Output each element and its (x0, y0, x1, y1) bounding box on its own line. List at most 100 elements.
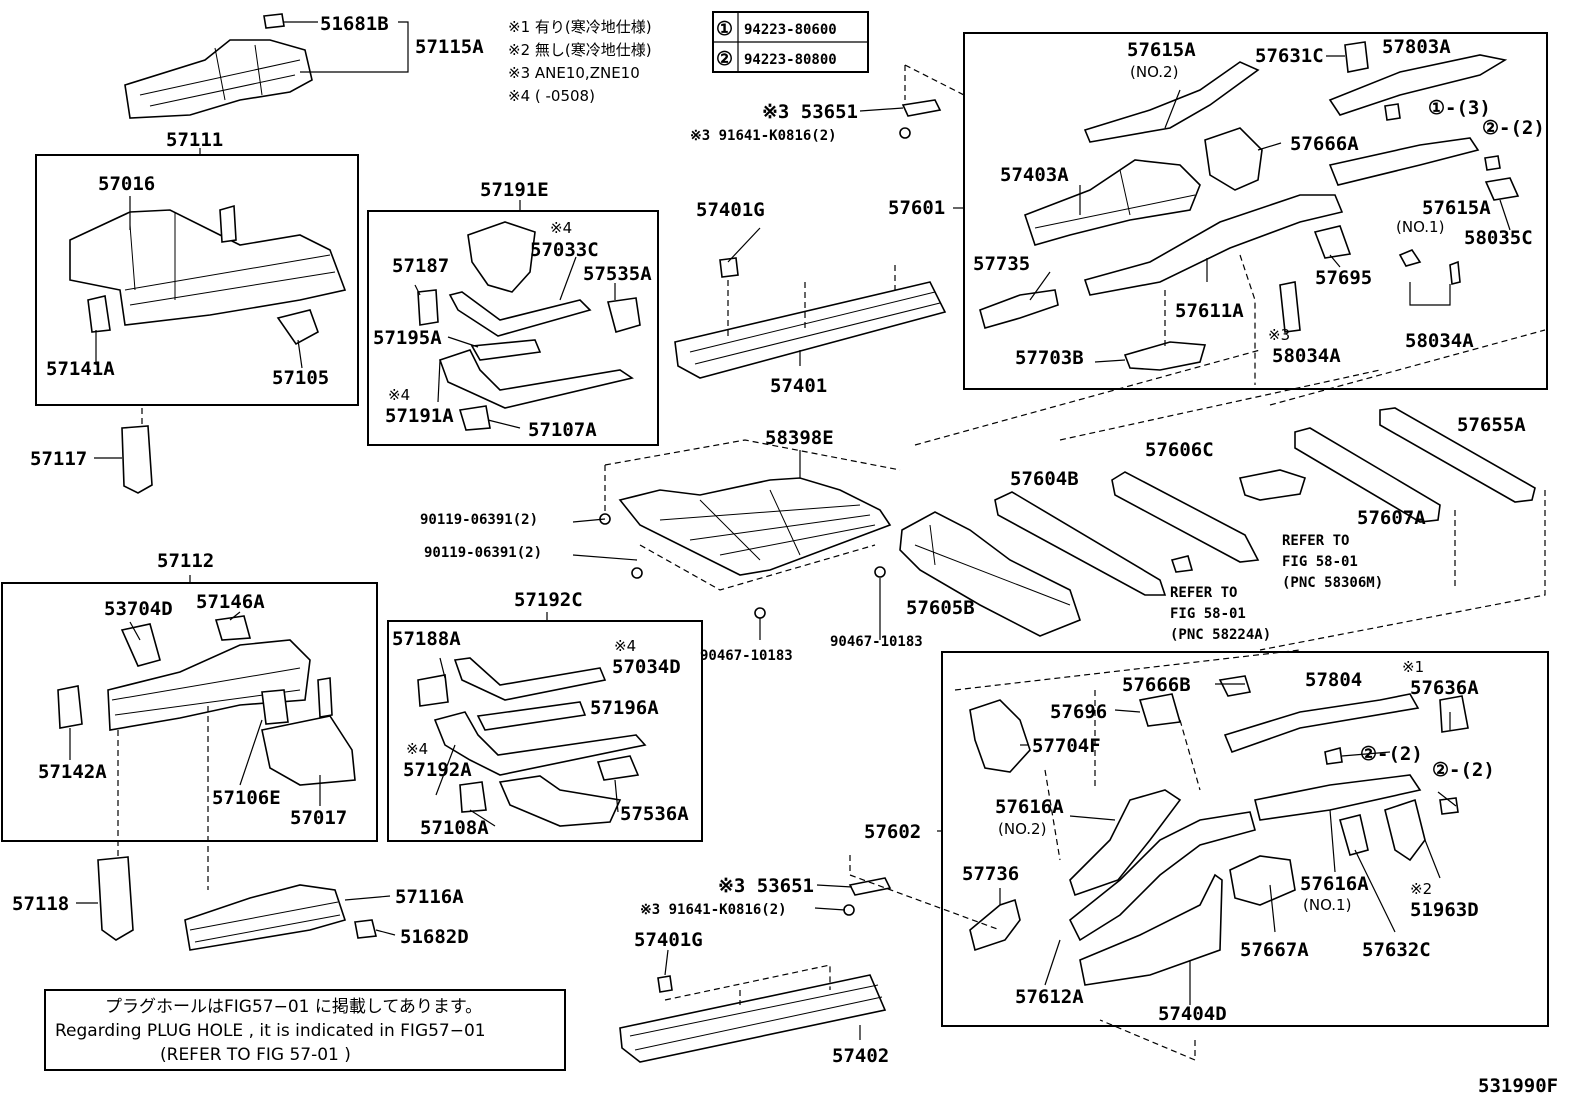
label-53651-b: ※3 53651 (718, 875, 814, 897)
label-refer-2-c: (PNC 58224A) (1170, 627, 1271, 643)
label-53704D: 53704D (104, 598, 173, 620)
label-51682D: 51682D (400, 926, 469, 948)
label-57615A-no2: 57615A (1127, 39, 1196, 61)
label-57636A: 57636A (1410, 677, 1479, 699)
bolt-1-part: 94223-80600 (744, 22, 837, 38)
group-box-57191E (367, 210, 659, 446)
note-3: ※3 ANE10,ZNE10 (508, 64, 640, 82)
label-57401G-b: 57401G (634, 929, 703, 951)
label-57142A: 57142A (38, 761, 107, 783)
note-2: ※2 無し(寒冷地仕様) (508, 41, 652, 59)
label-57607A: 57607A (1357, 507, 1426, 529)
part-57112-drawing (57, 615, 356, 786)
label-57402: 57402 (832, 1045, 889, 1067)
label-note4-c: ※4 (614, 637, 636, 655)
label-57116A: 57116A (395, 886, 464, 908)
bolt-1-number: ① (716, 18, 733, 40)
label-58034A-b: 58034A (1405, 330, 1474, 352)
label-58398E: 58398E (765, 427, 834, 449)
label-57195A: 57195A (373, 327, 442, 349)
group-box-57192C (387, 620, 703, 842)
label-57666A: 57666A (1290, 133, 1359, 155)
label-note4-a: ※4 (550, 219, 572, 237)
label-90467-a: 90467-10183 (700, 648, 793, 664)
label-57667A: 57667A (1240, 939, 1309, 961)
label-note2: ※2 (1410, 880, 1432, 898)
label-57631C: 57631C (1255, 45, 1324, 67)
label-57192C: 57192C (514, 589, 583, 611)
label-57118: 57118 (12, 893, 69, 915)
bolt-2-part: 94223-80800 (744, 52, 837, 68)
part-57118-drawing (97, 856, 134, 941)
part-57117-drawing (121, 425, 153, 494)
label-57033C: 57033C (530, 239, 599, 261)
label-57107A: 57107A (528, 419, 597, 441)
label-58034A-a: 58034A (1272, 345, 1341, 367)
label-57535A: 57535A (583, 263, 652, 285)
label-circle2-2-c: ②-(2) (1432, 759, 1495, 781)
label-57115A: 57115A (415, 36, 484, 58)
label-57106E: 57106E (212, 787, 281, 809)
label-57605B: 57605B (906, 597, 975, 619)
label-57615A-no1: 57615A (1422, 197, 1491, 219)
label-57735: 57735 (973, 253, 1030, 275)
label-57401: 57401 (770, 375, 827, 397)
footer-line-1: プラグホールはFIG57−01 に掲載してあります。 (105, 997, 482, 1017)
part-57191E-drawing (417, 221, 641, 431)
part-labels: 51681B 57115A 57111 57016 57141A 57105 5… (12, 13, 1558, 1097)
footer-note-box (44, 989, 566, 1071)
label-57736: 57736 (962, 863, 1019, 885)
fasteners-drawing (599, 99, 942, 916)
label-91641-a: ※3 91641-K0816(2) (690, 128, 837, 144)
label-no2-a: (NO.2) (1130, 63, 1178, 81)
label-51963D: 51963D (1410, 899, 1479, 921)
label-57695: 57695 (1315, 267, 1372, 289)
label-57112: 57112 (157, 550, 214, 572)
label-circle1-3: ①-(3) (1428, 97, 1491, 119)
label-refer-1-a: REFER TO (1282, 533, 1349, 549)
label-57536A: 57536A (620, 803, 689, 825)
label-57703B: 57703B (1015, 347, 1084, 369)
label-refer-1-c: (PNC 58306M) (1282, 575, 1383, 591)
footer-line-2: Regarding PLUG HOLE , it is indicated in… (55, 1021, 486, 1041)
label-57401G-a: 57401G (696, 199, 765, 221)
label-91641-b: ※3 91641-K0816(2) (640, 902, 787, 918)
label-57616A-no1: 57616A (1300, 873, 1369, 895)
label-no2-b: (NO.2) (998, 820, 1046, 838)
part-middle-members-drawing (899, 407, 1536, 637)
label-57602: 57602 (864, 821, 921, 843)
part-57115A-drawing (124, 13, 313, 119)
footer-note: プラグホールはFIG57−01 に掲載してあります。 Regarding PLU… (55, 997, 486, 1065)
part-57111-drawing (69, 204, 347, 346)
label-57606C: 57606C (1145, 439, 1214, 461)
label-57017: 57017 (290, 807, 347, 829)
label-57105: 57105 (272, 367, 329, 389)
label-57666B: 57666B (1122, 674, 1191, 696)
note-4: ※4 ( -0508) (508, 87, 595, 105)
label-57404D: 57404D (1158, 1003, 1227, 1025)
group-box-57601 (963, 32, 1548, 390)
label-57191E: 57191E (480, 179, 549, 201)
part-58398E-drawing (618, 477, 892, 576)
leader-lines (69, 21, 1511, 1040)
group-box-57111 (35, 154, 359, 406)
label-90119-b: 90119-06391(2) (424, 545, 542, 561)
label-57803A: 57803A (1382, 36, 1451, 58)
label-57016: 57016 (98, 173, 155, 195)
label-circle2-2-a: ②-(2) (1482, 117, 1545, 139)
note-1: ※1 有り(寒冷地仕様) (508, 18, 652, 36)
label-90467-b: 90467-10183 (830, 634, 923, 650)
label-57146A: 57146A (196, 591, 265, 613)
label-57696: 57696 (1050, 701, 1107, 723)
assembly-dashed-lines (117, 64, 1546, 1061)
label-57612A: 57612A (1015, 986, 1084, 1008)
label-58035C: 58035C (1464, 227, 1533, 249)
label-51681B: 51681B (320, 13, 389, 35)
label-no1-b: (NO.1) (1303, 896, 1351, 914)
label-57141A: 57141A (46, 358, 115, 380)
label-note4-b: ※4 (388, 386, 410, 404)
label-57604B: 57604B (1010, 468, 1079, 490)
label-no1-a: (NO.1) (1396, 218, 1444, 236)
condition-notes: ※1 有り(寒冷地仕様) ※2 無し(寒冷地仕様) ※3 ANE10,ZNE10… (508, 18, 652, 105)
label-57187: 57187 (392, 255, 449, 277)
